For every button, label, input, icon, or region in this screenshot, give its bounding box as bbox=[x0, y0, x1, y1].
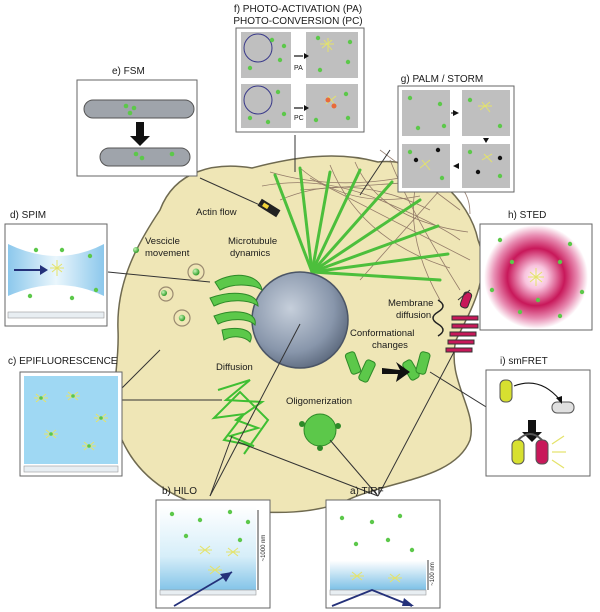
fsm-marker bbox=[257, 198, 281, 218]
panel-smfret: i) smFRET bbox=[485, 356, 591, 477]
panel-palm-storm: g) PALM / STORM bbox=[397, 74, 515, 193]
label-conformational-line1: Conformational bbox=[350, 328, 414, 339]
panel-c-title: c) EPIFLUORESCENCE bbox=[8, 356, 118, 367]
vesicles bbox=[158, 263, 205, 327]
panel-d-title: d) SPIM bbox=[10, 210, 46, 221]
label-oligomerization: Oligomerization bbox=[286, 396, 352, 407]
panel-i-title: i) smFRET bbox=[500, 356, 548, 367]
label-microtubule-line2: dynamics bbox=[230, 248, 270, 259]
panel-g-title: g) PALM / STORM bbox=[401, 74, 483, 85]
panel-f-pa-label: PA bbox=[294, 65, 303, 72]
panel-b-title: b) HILO bbox=[162, 486, 197, 497]
panel-spim: d) SPIM bbox=[4, 210, 108, 327]
golgi bbox=[209, 274, 263, 343]
label-vescicle-line2: movement bbox=[145, 248, 190, 259]
panel-e-title: e) FSM bbox=[112, 66, 145, 77]
panel-f-pc-label: PC bbox=[294, 115, 304, 122]
panel-fsm: e) FSM bbox=[76, 66, 198, 177]
panel-f-title-line2: PHOTO-CONVERSION (PC) bbox=[233, 16, 362, 27]
label-actin-flow: Actin flow bbox=[196, 207, 237, 218]
diffusion-path bbox=[211, 379, 270, 455]
panel-tirf: a) TIRF ~100 nm bbox=[325, 486, 441, 609]
panel-a-depth-label: ~100 nm bbox=[430, 562, 436, 586]
panel-f-title-line1: f) PHOTO-ACTIVATION (PA) bbox=[234, 4, 362, 15]
label-conformational-line2: changes bbox=[372, 340, 408, 351]
membrane-proteins bbox=[432, 291, 479, 353]
panel-hilo: b) HILO ~1000 nm bbox=[155, 486, 271, 609]
panel-b-depth-label: ~1000 nm bbox=[261, 535, 267, 562]
conformational-arrow bbox=[382, 362, 410, 382]
conformational-proteins bbox=[344, 351, 431, 383]
panel-sted: h) STED bbox=[479, 210, 593, 331]
label-membrane-line2: diffusion bbox=[396, 310, 431, 321]
label-membrane-line1: Membrane bbox=[388, 298, 433, 309]
microtubule-fan bbox=[273, 166, 450, 282]
panel-photoactivation: f) PHOTO-ACTIVATION (PA) PHOTO-CONVERSIO… bbox=[233, 4, 365, 133]
label-diffusion: Diffusion bbox=[216, 362, 253, 373]
nucleus bbox=[251, 271, 349, 369]
label-microtubule-line1: Microtubule bbox=[228, 236, 277, 247]
panel-a-title: a) TIRF bbox=[350, 486, 384, 497]
cell bbox=[113, 149, 484, 514]
panel-epifluorescence: c) EPIFLUORESCENCE bbox=[8, 356, 123, 477]
cell-labels: Actin flow Vescicle movement Microtubule… bbox=[145, 207, 433, 407]
label-vescicle-line1: Vescicle bbox=[145, 236, 180, 247]
panel-h-title: h) STED bbox=[508, 210, 546, 221]
